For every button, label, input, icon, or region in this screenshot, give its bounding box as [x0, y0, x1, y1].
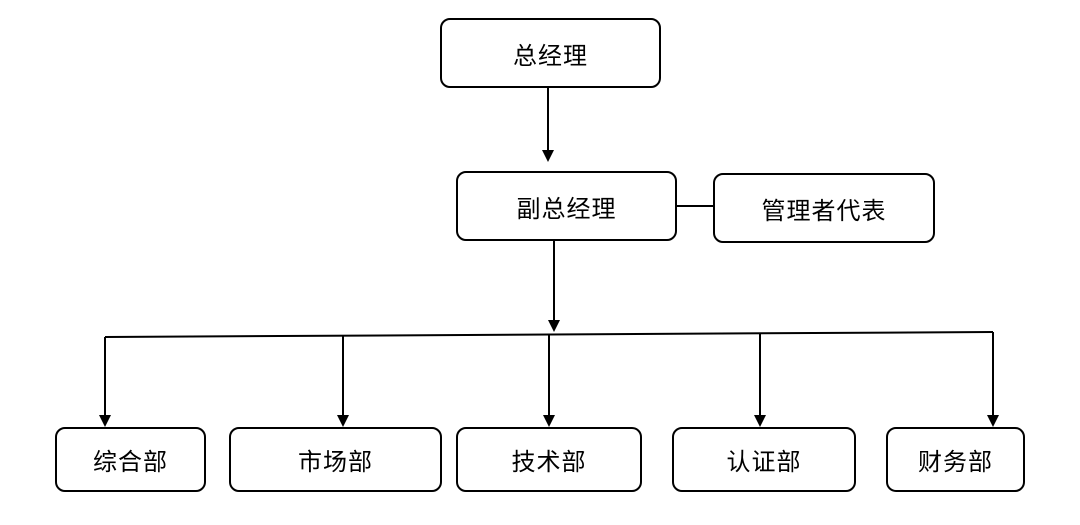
certification-dept-box: 认证部 [672, 427, 856, 492]
deputy-general-manager-box: 副总经理 [456, 171, 677, 241]
certification-dept-label: 认证部 [726, 448, 802, 476]
general-affairs-dept-label: 综合部 [93, 448, 168, 476]
marketing-dept-label: 市场部 [298, 448, 373, 476]
deputy-general-manager-label: 副总经理 [516, 194, 617, 223]
management-representative-label: 管理者代表 [761, 196, 887, 225]
technical-dept-label: 技术部 [511, 448, 587, 476]
management-representative-box: 管理者代表 [713, 173, 935, 243]
general-manager-box: 总经理 [440, 18, 661, 88]
finance-dept-label: 财务部 [918, 448, 993, 476]
technical-dept-box: 技术部 [456, 427, 642, 492]
marketing-dept-box: 市场部 [229, 427, 442, 492]
general-affairs-dept-box: 综合部 [55, 427, 206, 492]
finance-dept-box: 财务部 [886, 427, 1025, 492]
general-manager-label: 总经理 [513, 41, 588, 70]
